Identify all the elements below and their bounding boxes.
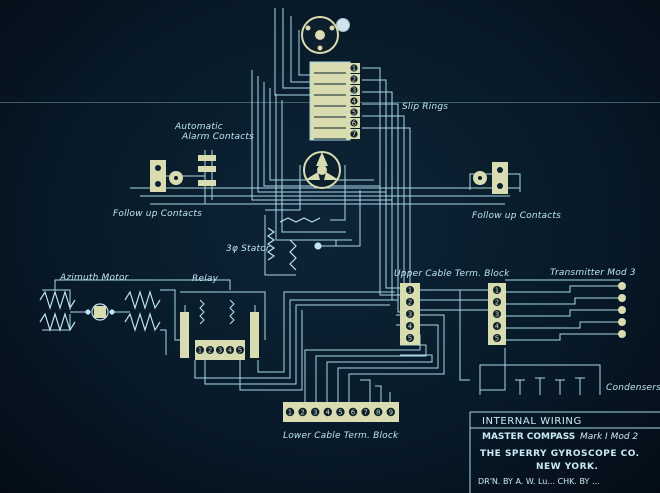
transmitter-block-terminal: 2 (493, 298, 501, 307)
upper-block-terminal: 5 (406, 334, 414, 343)
lower-block-terminal-number: 3 (313, 409, 317, 417)
title-block: INTERNAL WIRING MASTER COMPASS Mark I Mo… (470, 412, 660, 493)
slip-ring-terminal: 3 (350, 86, 358, 95)
automatic-alarm-label-line2: Alarm Contacts (182, 132, 255, 142)
transmitter-block-terminal-number: 1 (495, 287, 499, 295)
lower-block-terminal-number: 2 (300, 409, 304, 417)
lower-block-terminal-number: 4 (326, 409, 331, 417)
azimuth-motor-label: Azimuth Motor (60, 273, 129, 283)
title-block-border (469, 411, 660, 493)
lower-block-terminal: 7 (361, 407, 370, 417)
title-internal-wiring: INTERNAL WIRING (482, 416, 582, 427)
transmitter-block-terminal-number: 3 (495, 311, 499, 319)
lower-block-terminal: 2 (298, 407, 307, 417)
title-company: THE SPERRY GYROSCOPE CO. (480, 449, 640, 459)
lower-block-terminal: 6 (348, 407, 358, 417)
title-master-compass: MASTER COMPASS (482, 432, 576, 442)
relay-terminal: 5 (236, 346, 244, 355)
slip-ring-terminal-number: 2 (352, 76, 356, 84)
follow-up-contacts-left-label: Follow up Contacts (113, 209, 202, 219)
relay-terminal: 4 (226, 346, 234, 355)
lower-block-terminal: 9 (386, 407, 395, 417)
transmitter-block-terminals: 1 2 3 4 5 (493, 286, 501, 343)
transmitter-label: Transmitter Mod 3 (550, 268, 636, 278)
lower-block-terminal: 8 (374, 407, 383, 417)
title-city: NEW YORK. (536, 462, 599, 472)
alarm-contacts (198, 155, 216, 186)
relay-terminal-number: 2 (208, 347, 212, 355)
slip-ring-terminal: 6 (350, 119, 358, 128)
slip-rings-label: Slip Rings (402, 102, 449, 112)
top-rotor (301, 16, 339, 54)
relay-terminal-number: 3 (218, 347, 222, 355)
transmitter-block-terminal: 5 (493, 334, 501, 343)
title-drawn-by: DR'N. BY A. W. Lu... CHK. BY ... (478, 477, 600, 486)
relay-terminal-number: 1 (198, 347, 202, 355)
upper-cable-block-label: Upper Cable Term. Block (394, 269, 510, 279)
slip-ring-terminal: 4 (350, 97, 358, 106)
follow-up-contacts-left (150, 160, 183, 192)
relay-terminal: 2 (206, 346, 214, 355)
transmitter-block-terminal: 4 (493, 322, 501, 331)
lower-block-terminal-number: 9 (389, 409, 393, 417)
lower-block-terminal-number: 8 (376, 409, 380, 417)
lower-block-terminal: 5 (336, 407, 345, 417)
lower-cable-block-label: Lower Cable Term. Block (283, 431, 399, 441)
azimuth-motor (39, 289, 161, 333)
slip-ring-terminal: 2 (350, 75, 358, 84)
condensers-label: Condensers (606, 383, 660, 393)
upper-block-terminal-number: 2 (408, 299, 412, 307)
slip-ring-terminal-number: 6 (352, 120, 357, 128)
stator-label: 3φ Stator (226, 244, 270, 254)
slip-rings-assembly (309, 61, 351, 141)
transmitter-block-terminal-number: 2 (495, 299, 499, 307)
upper-block-terminal-number: 5 (408, 335, 412, 343)
follow-up-contacts-right-label: Follow up Contacts (472, 211, 561, 221)
relay-terminal: 1 (196, 346, 204, 355)
slip-ring-terminal-number: 4 (352, 98, 357, 106)
punch-hole-top (336, 18, 350, 32)
upper-block-terminal: 1 (406, 286, 414, 295)
transmitter-block-terminal-number: 5 (495, 335, 499, 343)
automatic-alarm-label-line1: Automatic (175, 122, 223, 132)
transmitter-block-terminal: 3 (493, 310, 501, 319)
lower-block-terminal: 1 (285, 407, 295, 417)
lower-block-terminal: 3 (311, 407, 320, 417)
lower-block-terminal-number: 6 (351, 409, 356, 417)
middle-rotor (303, 151, 341, 189)
relay-terminal: 3 (216, 346, 224, 355)
lower-block-terminal: 4 (323, 407, 332, 417)
upper-block-terminal-number: 1 (408, 287, 412, 295)
slip-ring-terminal-number: 7 (352, 131, 356, 139)
relay-terminal-number: 5 (238, 347, 242, 355)
upper-block-terminals: 1 2 3 4 5 (406, 286, 414, 343)
transmitter-block-terminal-number: 4 (495, 323, 500, 331)
title-mark-mod: Mark I Mod 2 (580, 432, 639, 442)
slip-ring-terminal-number: 1 (352, 65, 356, 73)
upper-block-terminal-number: 4 (408, 323, 413, 331)
upper-block-terminal: 2 (406, 298, 414, 307)
lower-block-terminal-number: 1 (288, 409, 292, 417)
slip-ring-terminal: 5 (350, 108, 358, 117)
upper-block-terminal: 3 (406, 310, 414, 319)
slip-ring-terminal-number: 5 (352, 109, 356, 117)
lower-block-terminal-number: 5 (338, 409, 342, 417)
relay-label: Relay (192, 274, 219, 284)
follow-up-contacts-right (473, 162, 508, 194)
transmitter-block-terminal: 1 (493, 286, 501, 295)
slip-ring-terminals: 1 2 3 4 5 6 7 (348, 63, 360, 139)
transmitter-terminals (618, 282, 626, 338)
slip-ring-terminal: 1 (350, 64, 358, 73)
relay-terminal-number: 4 (228, 347, 233, 355)
upper-block-terminal-number: 3 (408, 311, 412, 319)
stator-coils (266, 217, 322, 271)
slip-ring-terminal: 7 (350, 130, 358, 139)
upper-block-terminal: 4 (406, 322, 414, 331)
lower-block-terminal-number: 7 (363, 409, 367, 417)
slip-ring-terminal-number: 3 (352, 87, 356, 95)
